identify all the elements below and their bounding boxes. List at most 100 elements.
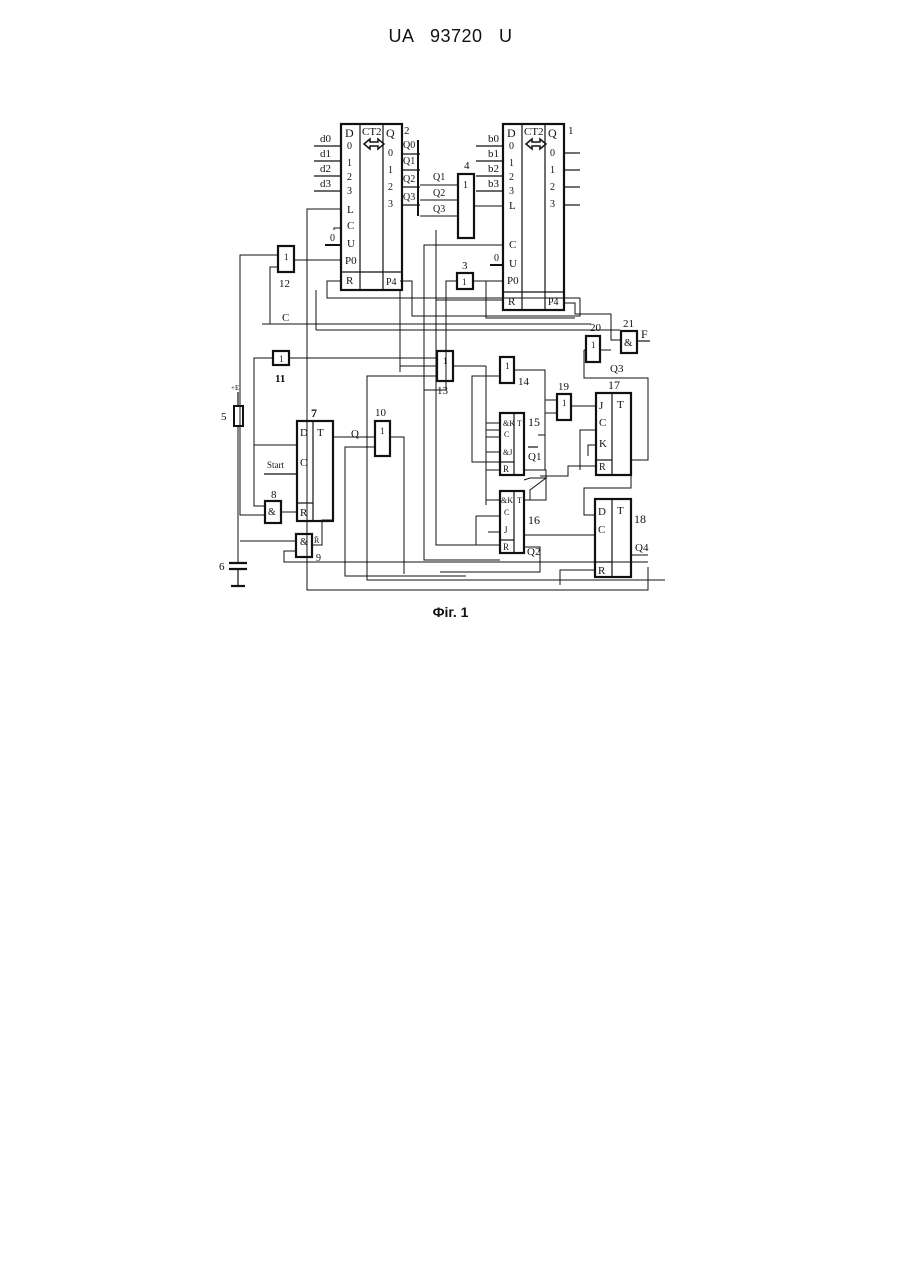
counter-2-q2: Q2 (403, 174, 415, 185)
counter-2-out-3: 3 (388, 199, 393, 210)
flipflop-18-pin-r: R (598, 565, 606, 577)
flipflop-15-pin-k: &K (503, 419, 515, 428)
flipflop-18-type: T (617, 505, 624, 517)
flipflop-15: &K C &J R T 15 Q1 (500, 413, 541, 475)
counter-1-input-b3: b3 (488, 178, 500, 190)
counter-2-type: CT2 (362, 126, 382, 138)
flipflop-7-id: 7 (311, 406, 317, 420)
gate-4-in-q3: Q3 (433, 204, 445, 215)
flipflop-18: D C R T 18 Q4 (595, 499, 649, 577)
flipflop-18-pin-c: C (598, 524, 605, 536)
counter-1-pin-u: U (509, 258, 517, 270)
counter-2-out-2: 2 (388, 182, 393, 193)
counter-2-pin-c: C (347, 220, 354, 232)
counter-1-pin-3: 3 (509, 186, 514, 197)
flipflop-16-pin-k: &K (501, 496, 513, 505)
counter-1-out-0: 0 (550, 148, 555, 159)
flipflop-15-pin-j: &J (503, 448, 512, 457)
flipflop-16-id: 16 (528, 513, 540, 527)
flipflop-7-output-q: Q (351, 428, 359, 440)
flipflop-18-output: Q4 (635, 542, 649, 554)
counter-1-id: 1 (568, 125, 574, 137)
counter-2-q0: Q0 (403, 140, 415, 151)
gate-3-symbol: 1 (462, 277, 467, 287)
gate-13-symbol: 1 (443, 356, 448, 366)
flipflop-7-pin-c: C (300, 457, 307, 469)
counter-1-pin-2: 2 (509, 172, 514, 183)
counter-1-q-label: Q (548, 126, 557, 140)
gate-4: 1 4 Q1 Q2 Q3 (433, 160, 474, 238)
flipflop-17: J C K R T 17 Q3 (596, 363, 631, 475)
gate-11-id: 11 (275, 373, 285, 385)
capacitor-6: 6 (219, 561, 247, 586)
gate-12-id: 12 (279, 278, 290, 290)
gate-8-id: 8 (271, 489, 277, 501)
flipflop-16-pin-c: C (504, 508, 509, 517)
gate-19: 1 19 (557, 381, 571, 420)
gate-12: 1 12 (278, 246, 294, 290)
gate-20-symbol: 1 (591, 340, 596, 350)
flipflop-16: &K C J R T 16 Q2 (500, 491, 540, 558)
counter-1-pin-1: 1 (509, 158, 514, 169)
flipflop-17-id: 17 (608, 378, 620, 392)
gate-20: 1 20 (586, 322, 602, 362)
counter-2-pin-r: R (346, 275, 354, 287)
counter-1-type: CT2 (524, 126, 544, 138)
counter-2-input-d1: d1 (320, 148, 331, 160)
flipflop-15-pin-c: C (504, 430, 509, 439)
figure-caption: Фіг. 1 (0, 604, 901, 620)
start-label: Start (267, 460, 284, 470)
gate-14-symbol: 1 (505, 361, 510, 371)
gate-20-id: 20 (590, 322, 602, 334)
flipflop-18-pin-d: D (598, 506, 606, 518)
flipflop-15-output: Q1 (528, 451, 541, 463)
gate-14: 1 14 (500, 357, 530, 388)
counter-2-input-d2: d2 (320, 163, 331, 175)
counter-2-id: 2 (404, 125, 410, 137)
flipflop-17-pin-c: C (599, 417, 606, 429)
gate-3-id: 3 (462, 260, 468, 272)
counter-2-pin-u: U (347, 238, 355, 250)
counter-2-q1: Q1 (403, 156, 415, 167)
counter-2-pin-0: 0 (347, 141, 352, 152)
counter-2-q-label: Q (386, 126, 395, 140)
gate-13-id: 13 (437, 385, 449, 397)
resistor-5-id: 5 (221, 411, 227, 423)
counter-2-q3: Q3 (403, 192, 415, 203)
gate-21-symbol: & (624, 337, 633, 349)
gate-4-in-q2: Q2 (433, 188, 445, 199)
counter-1-input-b2: b2 (488, 163, 499, 175)
flipflop-17-pin-j: J (599, 400, 604, 412)
gate-11: 1 11 (273, 351, 289, 385)
counter-2-carry: P4 (386, 277, 397, 288)
counter-1-out-2: 2 (550, 182, 555, 193)
gate-21-id: 21 (623, 318, 634, 330)
counter-1-pin-l: L (509, 200, 516, 212)
counter-1-pin-d: D (507, 126, 516, 140)
counter-1-carry: P4 (548, 297, 559, 308)
counter-2-pin-d: D (345, 126, 354, 140)
gate-4-in-q1: Q1 (433, 172, 445, 183)
flipflop-16-pin-j: J (504, 525, 508, 535)
flipflop-17-pin-k: K (599, 438, 607, 450)
gate-8: & 8 (265, 489, 281, 523)
gate-19-symbol: 1 (562, 398, 567, 408)
counter-2-input-d3: d3 (320, 178, 332, 190)
flipflop-15-id: 15 (528, 415, 540, 429)
counter-1-const: 0 (494, 253, 499, 264)
gate-4-id: 4 (464, 160, 470, 172)
gate-21-output-f: F (641, 327, 648, 341)
gate-8-symbol: & (268, 507, 276, 518)
gate-12-symbol: 1 (284, 252, 289, 262)
counter-1-pin-0: 0 (509, 141, 514, 152)
gate-4-symbol: 1 (463, 180, 468, 191)
gate-10-symbol: 1 (380, 426, 385, 436)
counter-1-pin-p0: P0 (507, 275, 519, 287)
gate-9: & 9 R̄ (296, 534, 321, 564)
counter-1-input-b0: b0 (488, 133, 500, 145)
gate-21: & 21 F (621, 318, 650, 353)
gate-10: 1 10 (375, 407, 390, 456)
gate-10-id: 10 (375, 407, 387, 419)
counter-1: D 0 1 2 3 L C U P0 R CT2 Q 0 1 2 3 P4 1 … (476, 124, 580, 310)
